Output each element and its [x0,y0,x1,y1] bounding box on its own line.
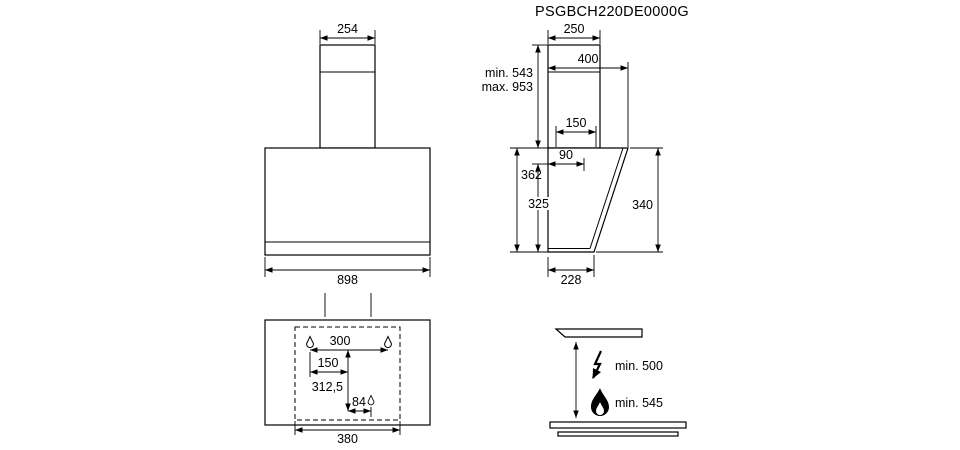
dim-325-label: 325 [528,197,549,211]
dim-bottom-depth: 228 [547,255,595,287]
dim-height-max-label: max. 953 [482,80,533,94]
electric-clearance-label: min. 500 [615,359,663,373]
product-code: PSGBCH220DE0000G [535,4,689,20]
clearance-view: min. 500 min. 545 [549,328,687,437]
dim-254-label: 254 [337,22,358,36]
dim-250-label: 250 [564,22,585,36]
dim-312-5-label: 312,5 [312,380,343,394]
dim-overall-height: min. 543 max. 953 [482,45,541,148]
dim-228-label: 228 [561,273,582,287]
flame-icon [591,388,609,416]
dim-340-label: 340 [632,198,653,212]
dim-hole-offset: 150 [309,352,348,377]
mounting-view: 300 150 312,5 84 380 [264,293,431,446]
dim-362-label: 362 [521,168,542,182]
dim-150-side-label: 150 [566,116,587,130]
dim-mid-height: 325 [524,164,553,252]
lightning-icon [592,350,602,379]
dim-chimney-width-front: 254 [319,22,376,44]
dim-lower-hole-offset: 84 [348,395,372,417]
dim-chimney-width-side: 250 [547,22,601,44]
dim-height-min-label: min. 543 [485,66,533,80]
dim-150-template-label: 150 [318,356,339,370]
projection-lines [324,293,372,317]
dim-template-width: 380 [294,421,401,446]
dim-300-label: 300 [330,334,351,348]
dim-duct-offset: 150 [555,116,597,147]
dim-depth: 400 [548,52,629,147]
dim-380-label: 380 [337,432,358,446]
dim-duct-depth: 90 [548,148,585,171]
dim-90-label: 90 [559,148,573,162]
side-view: 250 400 min. 543 max. 953 150 90 362 [482,22,663,287]
dim-898-label: 898 [337,273,358,287]
keyhole-icon [367,394,375,406]
dim-front-height: 340 [596,147,663,253]
keyhole-icon [384,335,392,349]
hood-bottom-profile [554,328,643,338]
dim-body-width-front: 898 [264,257,431,287]
front-view-outline [264,44,431,256]
dim-vertical-offset: 312,5 [312,350,351,411]
cooktop-profile [549,421,687,437]
gas-clearance-label: min. 545 [615,396,663,410]
front-view: 254 898 [264,22,431,287]
dim-84-label: 84 [352,395,366,409]
dim-400-label: 400 [578,52,599,66]
